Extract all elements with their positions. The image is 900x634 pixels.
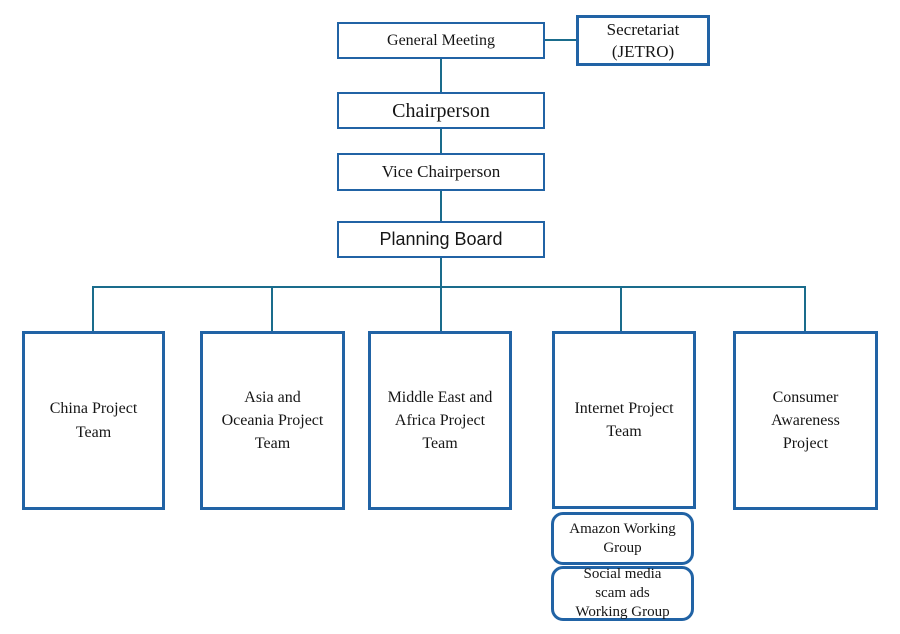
node-middle-east-africa-project-team: Middle East and Africa Project Team xyxy=(368,331,512,510)
connector-drop-asia-oceania xyxy=(271,286,273,332)
node-internet-project-team: Internet Project Team xyxy=(552,331,696,509)
node-china-project-team: China Project Team xyxy=(22,331,165,510)
connector-drop-china xyxy=(92,286,94,332)
connector-drop-internet xyxy=(620,286,622,332)
connector-chairperson-vice-chairperson xyxy=(440,128,442,154)
connector-general-meeting-secretariat xyxy=(545,39,576,41)
node-chairperson: Chairperson xyxy=(337,92,545,129)
node-planning-board: Planning Board xyxy=(337,221,545,258)
connector-drop-consumer xyxy=(804,286,806,332)
node-consumer-awareness-project: Consumer Awareness Project xyxy=(733,331,878,510)
connector-rail xyxy=(92,286,806,288)
connector-planning-board-stem xyxy=(440,257,442,287)
connector-vice-chairperson-planning-board xyxy=(440,190,442,222)
node-secretariat-jetro: Secretariat (JETRO) xyxy=(576,15,710,66)
node-social-media-scam-ads-working-group: Social media scam ads Working Group xyxy=(551,566,694,621)
node-general-meeting: General Meeting xyxy=(337,22,545,59)
node-vice-chairperson: Vice Chairperson xyxy=(337,153,545,191)
node-asia-oceania-project-team: Asia and Oceania Project Team xyxy=(200,331,345,510)
connector-general-meeting-chairperson xyxy=(440,58,442,93)
connector-drop-middle-east-africa xyxy=(440,286,442,332)
node-amazon-working-group: Amazon Working Group xyxy=(551,512,694,565)
